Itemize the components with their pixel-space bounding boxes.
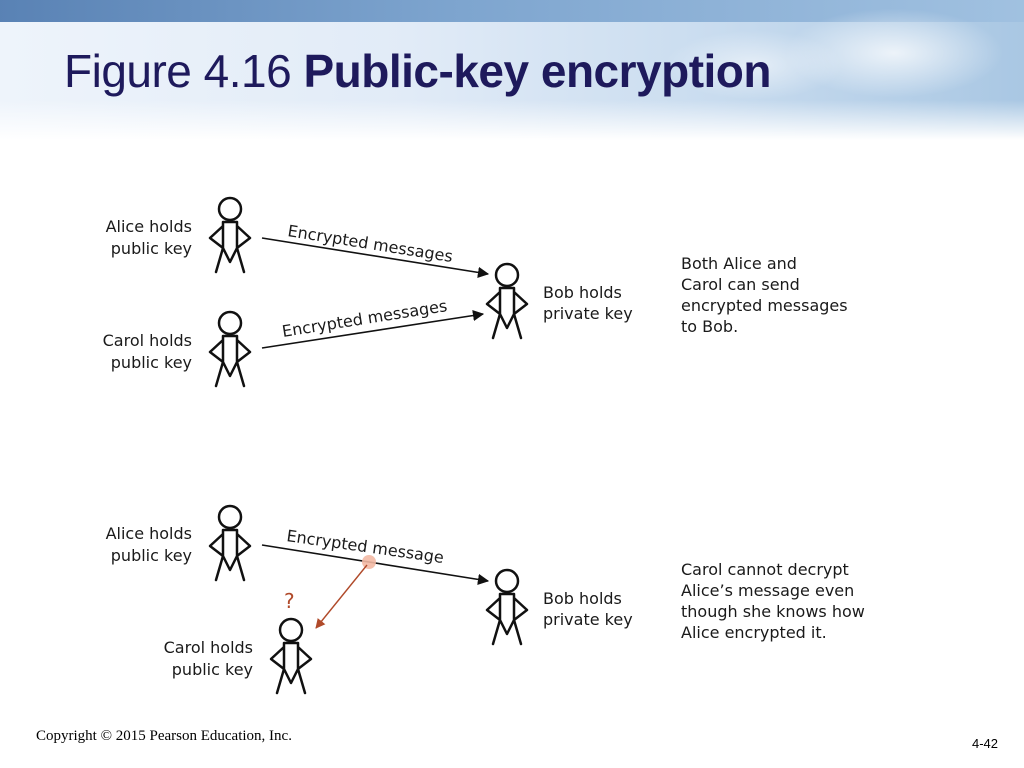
carol-figure-top — [208, 310, 252, 388]
intercept-point — [362, 555, 376, 569]
arrow-alice-to-bob-top — [261, 237, 490, 278]
alice-label-top-line1: Alice holds — [106, 217, 192, 236]
bob-figure-top — [485, 262, 529, 340]
slide-title: Figure 4.16 Public-key encryption — [64, 44, 771, 98]
top-note-line2: Carol can send — [681, 275, 800, 294]
title-strong: Public-key encryption — [303, 45, 771, 97]
top-note-line1: Both Alice and — [681, 254, 797, 273]
slide-number: 4-42 — [971, 736, 998, 751]
bottom-note-line3: though she knows how — [681, 602, 865, 621]
alice-label-bottom-line1: Alice holds — [106, 524, 192, 543]
carol-label-bottom-line2: public key — [172, 660, 253, 679]
title-prefix: Figure 4.16 — [64, 45, 292, 97]
arrow-carol-to-bob-top — [261, 309, 485, 349]
alice-figure-top — [208, 196, 252, 274]
bottom-note-line4: Alice encrypted it. — [681, 623, 827, 642]
alice-label-bottom-line2: public key — [111, 546, 192, 565]
msg-label-alice-top: Encrypted messages — [286, 221, 454, 266]
bob-label-top-line2: private key — [543, 304, 633, 323]
bob-label-bottom-line2: private key — [543, 610, 633, 629]
top-note-line3: encrypted messages — [681, 296, 848, 315]
top-note-line4: to Bob. — [681, 317, 738, 336]
carol-figure-bottom — [269, 617, 313, 695]
intercept-arrow — [315, 564, 368, 629]
header-banner — [0, 0, 1024, 140]
bob-figure-bottom — [485, 568, 529, 646]
question-mark: ? — [284, 589, 295, 613]
bottom-note-line1: Carol cannot decrypt — [681, 560, 849, 579]
banner-cloud — [664, 30, 844, 100]
msg-label-carol-top: Encrypted messages — [281, 296, 449, 341]
bob-label-bottom-line1: Bob holds — [543, 589, 622, 608]
alice-figure-bottom — [208, 504, 252, 582]
alice-label-top-line2: public key — [111, 239, 192, 258]
carol-label-top-line1: Carol holds — [103, 331, 192, 350]
copyright-text: Copyright © 2015 Pearson Education, Inc. — [36, 728, 292, 744]
top-scenario: Alice holds public key Carol holds publi… — [103, 196, 848, 388]
bob-label-top-line1: Bob holds — [543, 283, 622, 302]
carol-label-top-line2: public key — [111, 353, 192, 372]
carol-label-bottom-line1: Carol holds — [164, 638, 253, 657]
bottom-note-line2: Alice’s message even — [681, 581, 854, 600]
bottom-scenario: Alice holds public key Bob holds private… — [106, 504, 865, 695]
